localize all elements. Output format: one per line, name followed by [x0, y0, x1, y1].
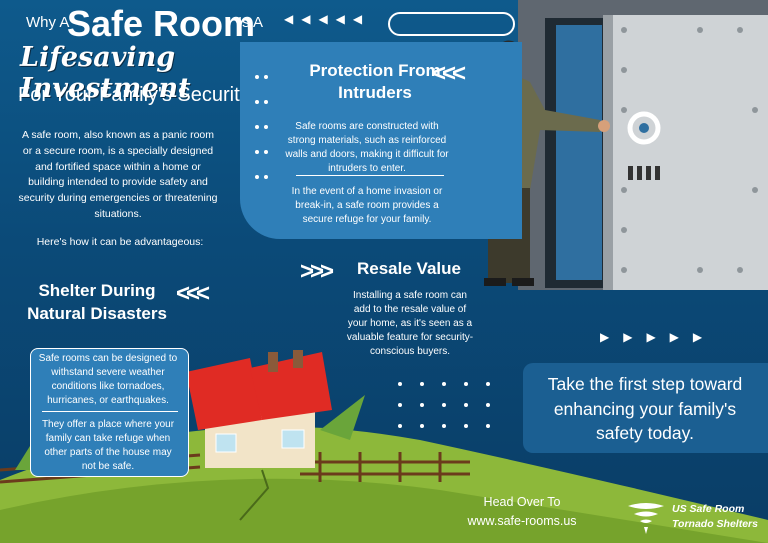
title-is-a: Is A [238, 14, 264, 31]
dots-grid-decoration [398, 382, 508, 445]
logo-text: US Safe Room Tornado Shelters [672, 502, 758, 531]
website-link[interactable]: Head Over To www.safe-rooms.us [452, 493, 592, 531]
vault-handle [627, 111, 661, 145]
logo-line-2: Tornado Shelters [672, 517, 758, 530]
title-safe-room: Safe Room [67, 3, 256, 44]
vault-interior [556, 25, 602, 280]
chevron-left-icon: <<< [432, 60, 466, 87]
chevron-left-icon: ◀◀◀◀◀ [284, 12, 371, 26]
shelter-panel [30, 348, 189, 477]
head-over-label: Head Over To [483, 495, 561, 509]
protection-panel [240, 42, 522, 239]
dots-decoration [255, 75, 281, 200]
ground-crack [239, 469, 270, 521]
resale-text: Installing a safe room can add to the re… [346, 290, 474, 357]
logo-line-1: US Safe Room [672, 503, 745, 515]
chevron-right-icon: ▶▶▶▶▶ [600, 330, 717, 344]
shelter-divider [42, 411, 178, 412]
chevron-left-icon: <<< [176, 280, 210, 307]
website-url[interactable]: www.safe-rooms.us [467, 513, 577, 528]
intro-text: A safe room, also known as a panic room … [18, 129, 218, 220]
protection-text-1: Safe rooms are constructed with strong m… [285, 121, 449, 174]
resale-title: Resale Value [357, 259, 461, 278]
protection-divider [296, 175, 444, 176]
shelter-title: Shelter During Natural Disasters [27, 281, 167, 323]
vault-rivets [621, 27, 758, 273]
tree-right [320, 395, 365, 440]
vault-door [603, 15, 768, 290]
house-illustration [186, 350, 332, 468]
protection-text-2: In the event of a home invasion or break… [291, 186, 443, 225]
cta-text: Take the first step toward enhancing you… [547, 374, 743, 443]
protection-title: Protection From Intruders [309, 61, 441, 103]
decorative-pill [388, 12, 515, 36]
advantageous-text: Here's how it can be advantageous: [36, 236, 204, 248]
chevron-right-icon: >>> [300, 258, 334, 285]
title-family-security: For Your Family's Security [18, 84, 250, 106]
shelter-text-2: They offer a place where your family can… [41, 419, 175, 472]
tornado-icon [628, 503, 664, 534]
title-lifesaving-investment: Lifesaving Investment [20, 42, 191, 104]
cta-panel [523, 363, 768, 453]
vault-lock-bars [628, 166, 660, 180]
shelter-text-1: Safe rooms can be designed to withstand … [38, 353, 178, 406]
title-why: Why A [26, 14, 70, 31]
